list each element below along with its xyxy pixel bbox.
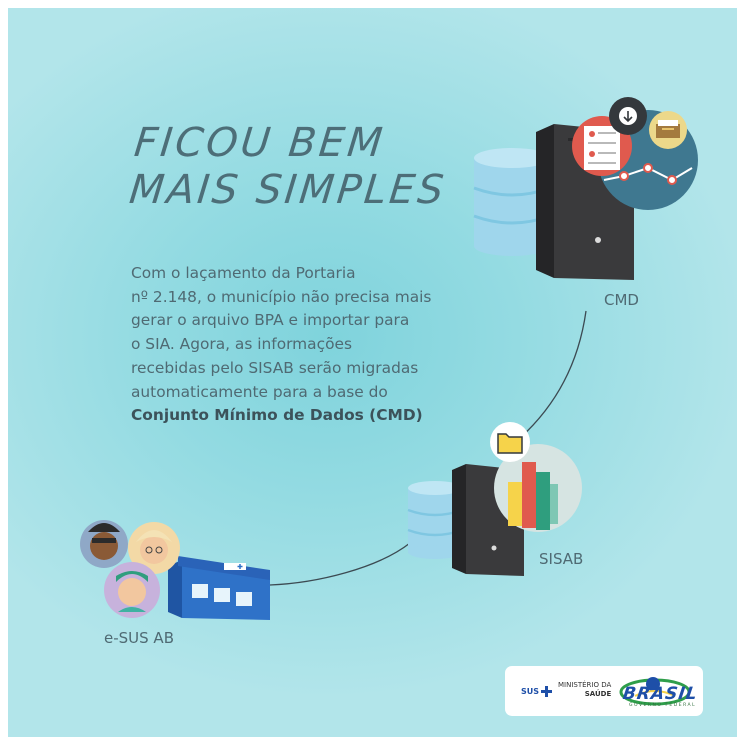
body-highlight: Conjunto Mínimo de Dados (CMD)	[131, 406, 423, 425]
person-avatar-icon	[104, 562, 160, 618]
flow-illustration	[80, 97, 698, 620]
bar-chart-icon	[494, 444, 582, 532]
body-line-5: recebidas pelo SISAB serão migradas	[131, 358, 419, 377]
sus-logo: SUS	[521, 686, 553, 697]
cmd-label: CMD	[604, 291, 639, 309]
folder-icon	[490, 422, 530, 462]
connector-sisab-cmd	[519, 310, 587, 439]
ministerio-line-2: SAÚDE	[584, 690, 612, 698]
download-icon	[609, 97, 647, 135]
infographic-canvas: FICOU BEM MAIS SIMPLES Com o laçamento d…	[8, 8, 737, 737]
ministerio-da-saude-text: MINISTÉRIO DA SAÚDE	[558, 681, 611, 699]
sisab-label: SISAB	[539, 550, 584, 568]
body-line-3: gerar o arquivo BPA e importar para	[131, 311, 410, 330]
esus-ab-label: e-SUS AB	[104, 629, 174, 647]
government-footer-logos: SUS MINISTÉRIO DA SAÚDE BRASIL GOVERNO F…	[505, 666, 703, 716]
body-paragraph: Com o laçamento da Portaria nº 2.148, o …	[131, 262, 471, 428]
body-line-4: o SIA. Agora, as informações	[131, 335, 352, 354]
brasil-wordmark: BRASIL	[621, 684, 700, 704]
body-line-1: Com o laçamento da Portaria	[131, 264, 356, 282]
body-line-6: automaticamente para a base do	[131, 382, 388, 401]
governo-federal-text: GOVERNO FEDERAL	[629, 703, 697, 708]
body-line-2: nº 2.148, o município não precisa mais	[131, 287, 432, 306]
ministerio-line-1: MINISTÉRIO DA	[558, 681, 612, 689]
plus-cross-icon	[541, 686, 553, 697]
brasil-globe-icon	[619, 677, 691, 706]
health-unit-building-icon	[168, 556, 270, 620]
person-avatar-icon	[80, 520, 128, 568]
person-avatar-icon	[128, 522, 180, 574]
connector-esus-sisab	[269, 542, 411, 586]
archive-icon	[649, 111, 687, 149]
sus-logo-text: SUS	[521, 687, 540, 696]
